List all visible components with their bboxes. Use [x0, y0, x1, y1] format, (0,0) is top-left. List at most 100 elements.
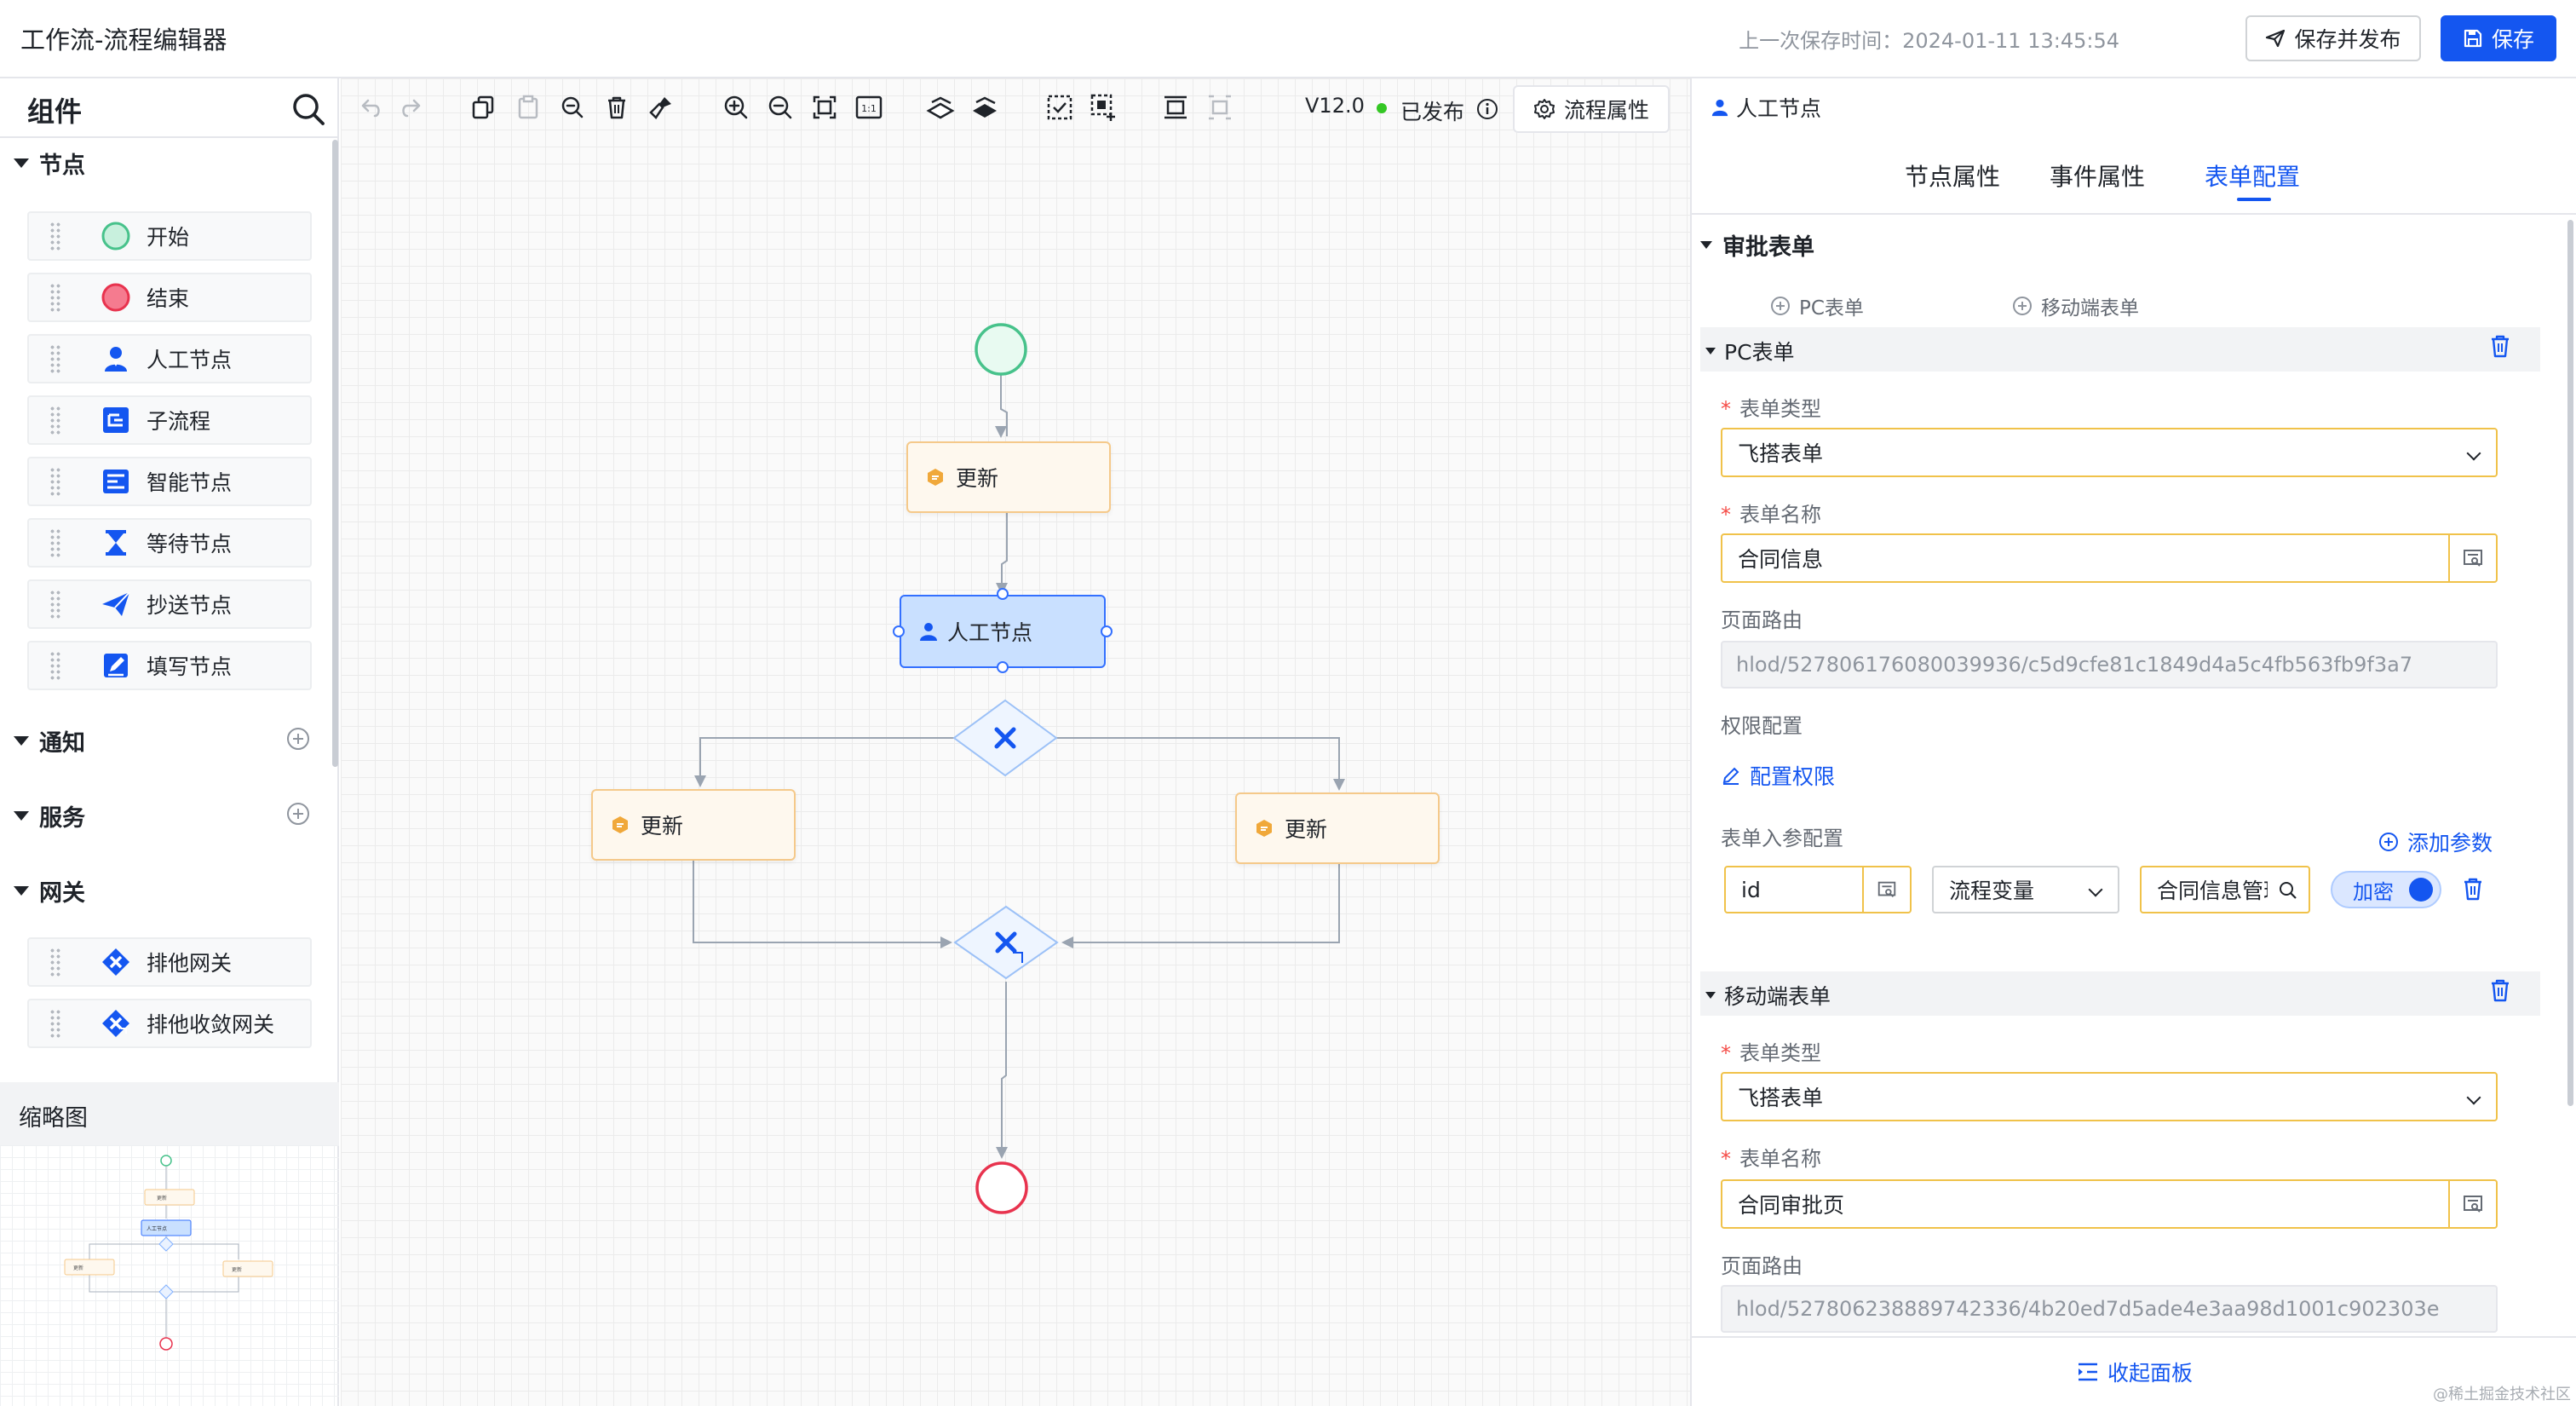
component-wait-node[interactable]: 等待节点 [27, 518, 312, 568]
zoom-out-icon[interactable] [765, 92, 796, 123]
mobile-form-header[interactable] [1700, 971, 2540, 1016]
connection-handle-right[interactable] [1101, 625, 1113, 637]
delete-icon[interactable] [601, 92, 632, 123]
person-icon [1711, 98, 1729, 117]
component-panel-scrollbar[interactable] [332, 140, 338, 767]
flow-update-node[interactable]: 更新 [906, 441, 1111, 513]
component-fill-node[interactable]: 填写节点 [27, 641, 312, 690]
param-picker-icon[interactable] [1862, 867, 1910, 912]
drag-handle-icon[interactable] [49, 590, 61, 619]
connection-handle-bottom[interactable] [997, 661, 1009, 673]
encrypt-toggle[interactable]: 加密 [2331, 871, 2441, 908]
tab-form-config[interactable]: 表单配置 [2205, 163, 2301, 191]
section-nodes-header[interactable]: 节点 [14, 147, 85, 180]
caret-down-icon [1700, 241, 1712, 249]
component-subprocess[interactable]: 子流程 [27, 395, 312, 445]
tabs-divider [1692, 213, 2576, 215]
align-center-icon[interactable] [1160, 92, 1191, 123]
save-button[interactable]: 保存 [2441, 15, 2556, 61]
tab-node-properties[interactable]: 节点属性 [1905, 163, 2001, 191]
minimap[interactable]: 更新 人工节点 更新 更新 [0, 1145, 339, 1406]
component-exclusive-merge-gateway[interactable]: 排他收敛网关 [27, 999, 312, 1048]
gear-icon [1533, 98, 1555, 120]
copy-icon[interactable] [469, 92, 499, 123]
save-and-publish-label: 保存并发布 [2294, 27, 2401, 52]
paste-icon[interactable] [513, 92, 543, 123]
zoom-fit-icon[interactable] [557, 92, 588, 123]
drag-handle-icon[interactable] [49, 467, 61, 496]
flow-update-node-right[interactable]: 更新 [1235, 792, 1440, 864]
info-icon[interactable] [1475, 97, 1499, 121]
add-mobile-form-button[interactable]: 移动端表单 [2012, 291, 2139, 320]
param-key-input[interactable]: id [1724, 866, 1912, 913]
param-key-value: id [1741, 877, 1761, 902]
flow-end-node[interactable] [975, 1161, 1028, 1214]
drag-handle-icon[interactable] [49, 528, 61, 557]
select-box-icon[interactable] [1044, 92, 1075, 123]
component-end[interactable]: 结束 [27, 273, 312, 322]
layout-left-icon[interactable] [925, 92, 956, 123]
section-gateway-header[interactable]: 网关 [14, 874, 85, 908]
properties-panel-scrollbar[interactable] [2567, 220, 2573, 1106]
component-manual-node[interactable]: 人工节点 [27, 334, 312, 383]
component-cc-node[interactable]: 抄送节点 [27, 579, 312, 629]
drag-handle-icon[interactable] [49, 344, 61, 373]
search-icon[interactable] [2278, 880, 2298, 901]
component-smart-node[interactable]: 智能节点 [27, 457, 312, 506]
connection-handle-top[interactable] [997, 588, 1009, 600]
form-picker-icon[interactable] [2448, 1181, 2496, 1227]
trash-icon[interactable] [2489, 334, 2511, 358]
tab-event-properties[interactable]: 事件属性 [2050, 163, 2146, 191]
layout-right-icon[interactable] [969, 92, 1000, 123]
redo-icon[interactable] [397, 92, 428, 123]
drag-handle-icon[interactable] [49, 283, 61, 312]
section-service-header[interactable]: 服务 [14, 799, 85, 833]
add-pc-form-button[interactable]: PC表单 [1770, 291, 1864, 320]
flow-canvas[interactable]: 更新 更新 更新 [341, 78, 1690, 1406]
approval-form-section-header[interactable]: 审批表单 [1700, 228, 1814, 262]
fit-view-icon[interactable] [809, 92, 840, 123]
mobile-form-title[interactable]: 移动端表单 [1705, 980, 1831, 1011]
form-picker-icon[interactable] [2448, 535, 2496, 581]
collapse-panel-button[interactable]: 收起面板 [2077, 1357, 2193, 1387]
zoom-in-icon[interactable] [721, 92, 751, 123]
actual-size-icon[interactable]: 1:1 [854, 92, 884, 123]
pc-form-name-input[interactable]: 合同信息 [1721, 533, 2498, 583]
save-and-publish-button[interactable]: 保存并发布 [2245, 15, 2421, 61]
param-value-input[interactable]: 合同信息管理 [2140, 866, 2310, 913]
flow-manual-node-selected[interactable]: 人工节点 [900, 595, 1106, 668]
flow-properties-button[interactable]: 流程属性 [1513, 85, 1670, 133]
clear-brush-icon[interactable] [646, 92, 676, 123]
watermark: @稀土掘金技术社区 [2433, 1386, 2571, 1403]
add-notify-icon[interactable] [287, 728, 309, 750]
drag-handle-icon[interactable] [49, 948, 61, 977]
flow-exclusive-gateway[interactable] [952, 699, 1058, 777]
pc-form-header[interactable] [1700, 327, 2540, 372]
drag-handle-icon[interactable] [49, 222, 61, 251]
configure-permission-link[interactable]: 配置权限 [1721, 760, 1835, 791]
param-source-select[interactable]: 流程变量 [1932, 866, 2119, 913]
add-param-button[interactable]: 添加参数 [2378, 827, 2493, 857]
trash-icon[interactable] [2462, 877, 2484, 901]
mobile-form-name-input[interactable]: 合同审批页 [1721, 1179, 2498, 1229]
mobile-form-type-select[interactable]: 飞搭表单 [1721, 1072, 2498, 1121]
undo-icon[interactable] [354, 92, 385, 123]
distribute-icon[interactable] [1205, 92, 1235, 123]
flow-merge-gateway[interactable] [953, 905, 1059, 980]
pc-form-type-select[interactable]: 飞搭表单 [1721, 428, 2498, 477]
connection-handle-left[interactable] [893, 625, 905, 637]
drag-handle-icon[interactable] [49, 651, 61, 680]
flow-update-node-left[interactable]: 更新 [591, 789, 796, 861]
search-icon[interactable] [291, 92, 325, 126]
drag-handle-icon[interactable] [49, 1009, 61, 1038]
drag-handle-icon[interactable] [49, 406, 61, 435]
add-pc-form-label: PC表单 [1799, 297, 1864, 320]
trash-icon[interactable] [2489, 978, 2511, 1002]
component-exclusive-gateway[interactable]: 排他网关 [27, 937, 312, 987]
add-service-icon[interactable] [287, 803, 309, 825]
component-start[interactable]: 开始 [27, 211, 312, 261]
select-add-icon[interactable] [1089, 92, 1119, 123]
section-notify-header[interactable]: 通知 [14, 724, 85, 758]
flow-start-node[interactable] [975, 323, 1027, 376]
pc-form-title[interactable]: PC表单 [1705, 336, 1795, 366]
